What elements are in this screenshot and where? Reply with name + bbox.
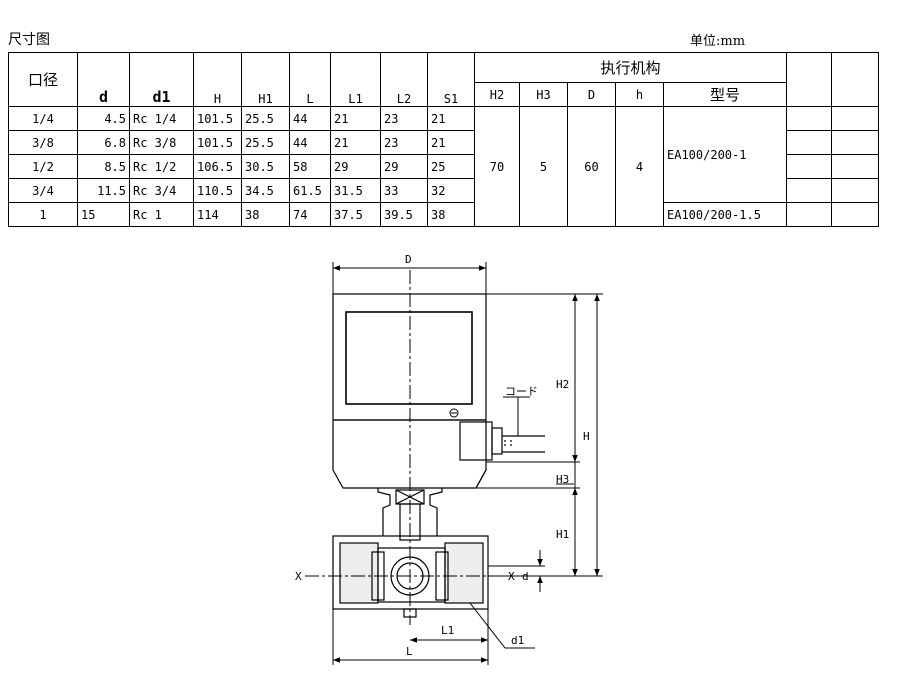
dimension-D <box>332 262 487 294</box>
dimension-label-D: D <box>405 253 412 266</box>
cell-L2: 39.5 <box>380 202 428 227</box>
header-bore: 口径 <box>8 52 78 107</box>
dimension-label-L: L <box>406 645 413 658</box>
cord-label: コード <box>505 385 538 398</box>
dimension-label-L1: L1 <box>441 624 454 637</box>
dimension-label-d: d <box>522 570 529 583</box>
blank-header-cell <box>831 52 879 107</box>
header-H1: H1 <box>241 52 290 107</box>
header-H2: H2 <box>474 82 520 107</box>
cell-L1: 21 <box>330 106 381 131</box>
cell-d: 8.5 <box>77 154 130 179</box>
cell-bore: 1/2 <box>8 154 78 179</box>
cell-H1: 38 <box>241 202 290 227</box>
cell-H2: 70 <box>474 106 520 227</box>
cell-d1: Rc 1 <box>129 202 194 227</box>
cell-L2: 33 <box>380 178 428 203</box>
cell-H3: 5 <box>519 106 568 227</box>
blank-cell <box>786 130 832 155</box>
header-L1: L1 <box>330 52 381 107</box>
cell-model: EA100/200-1.5 <box>663 202 787 227</box>
screw-icon <box>449 408 459 418</box>
cell-L: 44 <box>289 106 331 131</box>
cell-S1: 38 <box>427 202 475 227</box>
cell-H: 110.5 <box>193 178 242 203</box>
header-S1: S1 <box>427 52 475 107</box>
extension-lines <box>442 293 603 577</box>
dimension-label-d1: d1 <box>511 634 524 647</box>
cell-L: 74 <box>289 202 331 227</box>
table-row: 3/8 6.8 Rc 3/8 101.5 25.5 44 21 23 21 <box>8 130 879 155</box>
dimension-label-H3: H3 <box>556 473 569 486</box>
table-row: 1 15 Rc 1 114 38 74 37.5 39.5 38 EA100/2… <box>8 202 879 227</box>
dimension-table: 口径 d d1 H H1 L L1 L2 S1 执行机构 H2 H3 D h 型… <box>8 52 879 227</box>
header-L2: L2 <box>380 52 428 107</box>
dimension-d <box>488 550 545 592</box>
cell-bore: 1 <box>8 202 78 227</box>
cell-H: 114 <box>193 202 242 227</box>
dimension-d1-leader <box>469 602 535 649</box>
dimension-L1 <box>410 609 489 645</box>
header-h: h <box>615 82 664 107</box>
dimension-L <box>332 609 489 665</box>
cell-H1: 25.5 <box>241 106 290 131</box>
dimension-label-H2: H2 <box>556 378 569 391</box>
cell-L: 61.5 <box>289 178 331 203</box>
x-label-left: X <box>295 570 302 583</box>
cell-H: 101.5 <box>193 106 242 131</box>
header-actuator: 执行机构 <box>474 52 787 83</box>
dimension-H3 <box>556 462 576 488</box>
cell-H1: 25.5 <box>241 130 290 155</box>
dimension-label-H: H <box>583 430 590 443</box>
cell-L1: 31.5 <box>330 178 381 203</box>
cell-L1: 29 <box>330 154 381 179</box>
cell-D: 60 <box>567 106 616 227</box>
header-model: 型号 <box>663 82 787 107</box>
header-D: D <box>567 82 616 107</box>
cord-connector <box>459 421 545 461</box>
cell-d: 15 <box>77 202 130 227</box>
cell-S1: 21 <box>427 106 475 131</box>
cell-L: 44 <box>289 130 331 155</box>
header-H: H <box>193 52 242 107</box>
cell-model: EA100/200-1 <box>663 106 787 203</box>
page-title: 尺寸图 <box>8 32 50 48</box>
cell-H: 101.5 <box>193 130 242 155</box>
table-row: 1/2 8.5 Rc 1/2 106.5 30.5 58 29 29 25 <box>8 154 879 179</box>
cell-h: 4 <box>615 106 664 227</box>
unit-label: 单位:mm <box>690 34 746 49</box>
cell-L1: 37.5 <box>330 202 381 227</box>
dimension-label-H1: H1 <box>556 528 569 541</box>
table-row: 1/4 4.5 Rc 1/4 101.5 25.5 44 21 23 21 70… <box>8 106 879 227</box>
cell-L: 58 <box>289 154 331 179</box>
blank-cell <box>831 202 879 227</box>
cell-d: 4.5 <box>77 106 130 131</box>
cell-d: 11.5 <box>77 178 130 203</box>
cell-H: 106.5 <box>193 154 242 179</box>
valve-body <box>332 535 489 618</box>
